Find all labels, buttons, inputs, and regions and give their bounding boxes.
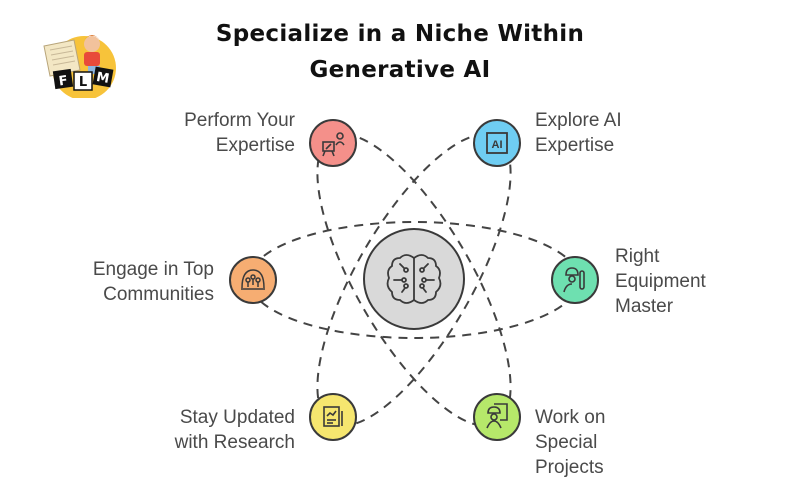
label-line: Master <box>615 296 674 317</box>
label-line: Work on <box>535 407 606 428</box>
research-report-icon <box>323 406 343 427</box>
label-engage-in-top-communities: Engage in Top Communities <box>60 257 214 307</box>
label-line: Special <box>535 432 598 453</box>
label-line: Projects <box>535 457 604 478</box>
svg-text:M: M <box>95 70 110 87</box>
label-line: Communities <box>103 284 214 305</box>
center-node[interactable] <box>363 228 465 330</box>
title-line-2: Generative AI <box>309 57 491 83</box>
label-line: Equipment <box>615 271 706 292</box>
label-explore-ai-expertise: Explore AI Expertise <box>535 108 685 158</box>
presentation-easel-icon <box>322 132 345 157</box>
label-perform-your-expertise: Perform Your Expertise <box>150 108 295 158</box>
node-right-equipment-master[interactable] <box>551 256 599 304</box>
label-work-on-special-projects: Work on Special Projects <box>535 405 685 480</box>
brain-circuit-icon <box>386 254 442 304</box>
svg-text:L: L <box>79 75 87 90</box>
label-line: with Research <box>174 432 295 453</box>
node-stay-updated-with-research[interactable] <box>309 393 357 441</box>
svg-text:AI: AI <box>492 139 503 151</box>
engineer-wrench-icon <box>563 267 585 293</box>
label-line: Perform Your <box>184 110 295 131</box>
label-right-equipment-master: Right Equipment Master <box>615 244 765 319</box>
logo-letter-blocks: F L M <box>52 66 114 91</box>
ai-chip-icon: AI <box>486 132 508 154</box>
diagram-title: Specialize in a Niche Within Generative … <box>170 16 630 88</box>
node-engage-in-top-communities[interactable] <box>229 256 277 304</box>
node-work-on-special-projects[interactable] <box>473 393 521 441</box>
label-line: Right <box>615 246 660 267</box>
flm-logo: F L M <box>43 35 116 98</box>
node-perform-your-expertise[interactable] <box>309 119 357 167</box>
label-stay-updated-with-research: Stay Updated with Research <box>140 405 295 455</box>
label-line: Explore AI <box>535 110 622 131</box>
label-line: Stay Updated <box>179 407 295 428</box>
community-group-icon <box>241 269 265 290</box>
svg-text:F: F <box>58 73 69 89</box>
label-line: Expertise <box>535 135 615 156</box>
title-line-1: Specialize in a Niche Within <box>215 21 585 47</box>
label-line: Engage in Top <box>92 259 214 280</box>
worker-blueprint-icon <box>486 403 508 429</box>
label-line: Expertise <box>215 135 295 156</box>
node-explore-ai-expertise[interactable]: AI <box>473 119 521 167</box>
